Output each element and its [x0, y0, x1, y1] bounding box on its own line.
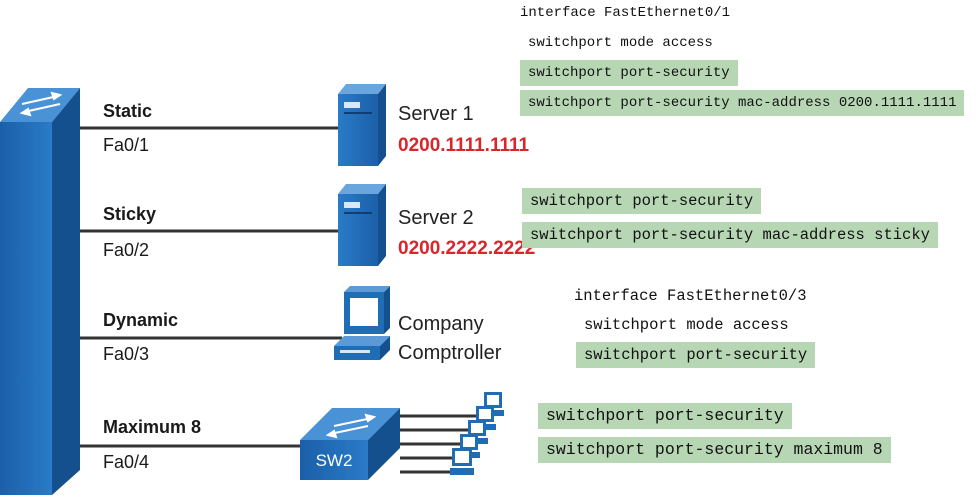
port-mode-dynamic: Dynamic — [103, 310, 179, 330]
config3-line3: switchport port-security — [576, 342, 816, 368]
port-id-fa0-4: Fa0/4 — [103, 452, 150, 472]
main-switch-icon — [0, 88, 80, 495]
port-mode-maximum: Maximum 8 — [103, 417, 202, 437]
pc-name-line1: Company — [398, 313, 484, 335]
sw2-switch-icon — [300, 408, 400, 480]
config3-line1: interface FastEthernet0/3 — [574, 287, 807, 305]
config2-line2: switchport port-security mac-address sti… — [522, 222, 938, 248]
server1-name: Server 1 — [398, 103, 474, 125]
sw2-label: SW2 — [315, 451, 353, 470]
config1-line1: interface FastEthernet0/1 — [520, 5, 731, 21]
config2-line1: switchport port-security — [522, 188, 762, 214]
config1-line4: switchport port-security mac-address 020… — [520, 90, 965, 116]
config4-line2: switchport port-security maximum 8 — [538, 437, 891, 463]
config1-line3: switchport port-security — [520, 60, 738, 86]
port-id-fa0-3: Fa0/3 — [103, 344, 150, 364]
port-mode-static: Static — [103, 101, 153, 121]
port-mode-sticky: Sticky — [103, 204, 157, 224]
config1-line2: switchport mode access — [528, 35, 713, 51]
pc-icon — [334, 286, 390, 360]
server1-icon — [338, 84, 386, 166]
port-id-fa0-1: Fa0/1 — [103, 135, 150, 155]
port-id-fa0-2: Fa0/2 — [103, 240, 150, 260]
pc-name-line2: Comptroller — [398, 342, 502, 364]
config3-line2: switchport mode access — [584, 316, 789, 334]
config4-line1: switchport port-security — [538, 403, 792, 429]
server2-mac: 0200.2222.2222 — [398, 238, 536, 259]
server2-icon — [338, 184, 386, 266]
pc-group-icon — [450, 392, 504, 475]
server1-mac: 0200.1111.1111 — [398, 135, 530, 156]
server2-name: Server 2 — [398, 207, 474, 229]
